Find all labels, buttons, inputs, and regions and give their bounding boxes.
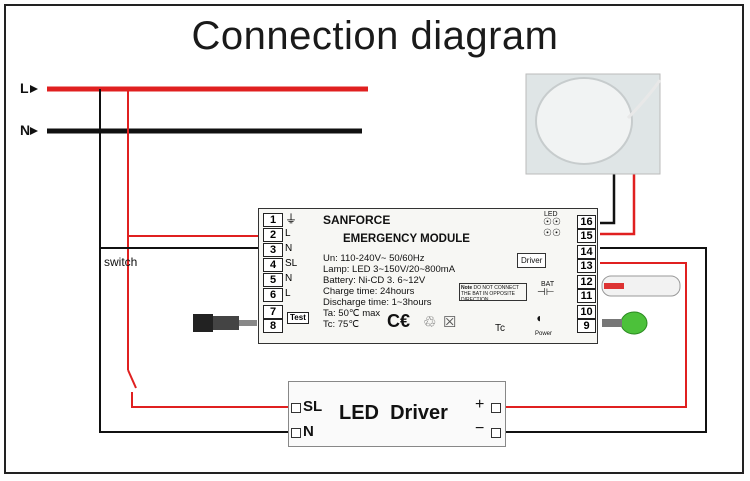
emergency-module: 1 ⏚ 2 L 3 N 4 SL 5 N 6 L 7 8 Test SANFOR… xyxy=(258,208,598,344)
terminal-3-label: N xyxy=(285,243,293,254)
led-symbol-label: LED xyxy=(544,211,558,218)
switch-label: switch xyxy=(104,255,138,269)
terminal-13: 13 xyxy=(577,259,596,273)
battery-symbol-icon: ⊣⊢ xyxy=(537,287,555,298)
terminal-12: 12 xyxy=(577,275,596,289)
neutral-to-module xyxy=(99,89,263,249)
neutral-label: N xyxy=(20,122,31,138)
tc-point-label: Tc xyxy=(495,323,505,334)
warning-note: Note DO NOT CONNECT THE BAT IN OPPOSITE … xyxy=(459,283,527,301)
spec-battery: Battery: Ni-CD 3. 6~12V xyxy=(323,275,426,286)
note-title: Note xyxy=(461,285,473,291)
terminal-5-label: N xyxy=(285,273,293,284)
lamp-wire-2 xyxy=(600,174,636,236)
driver-n-label: N xyxy=(303,423,314,440)
spec-charge: Charge time: 24hours xyxy=(323,286,415,297)
terminal-6: 6 xyxy=(263,288,283,302)
live-label: L xyxy=(20,80,29,96)
live-to-module xyxy=(127,89,263,237)
terminal-5: 5 xyxy=(263,273,283,287)
driver-sl-terminal xyxy=(291,403,301,413)
driver-plus-label: + xyxy=(475,396,485,413)
spec-tc: Tc: 75℃ xyxy=(323,319,360,330)
terminal-14: 14 xyxy=(577,245,596,259)
driver-plus-terminal xyxy=(491,403,501,413)
terminal-15: 15 xyxy=(577,229,596,243)
led-symbol-icon-2: ☉☉ xyxy=(543,228,561,239)
module-name: EMERGENCY MODULE xyxy=(343,233,470,245)
terminal-16: 16 xyxy=(577,215,596,229)
driver-minus-label: − xyxy=(475,420,485,437)
led-driver-box: SL N LED Driver + − xyxy=(288,381,506,447)
terminal-2: 2 xyxy=(263,228,283,242)
switch-lever xyxy=(127,369,137,389)
spec-ta: Ta: 50℃ max xyxy=(323,308,381,319)
switched-live-to-sl xyxy=(131,392,292,408)
terminal-3: 3 xyxy=(263,243,283,257)
terminal-8: 8 xyxy=(263,319,283,333)
driver-minus-wire xyxy=(500,247,707,433)
ce-mark-icon: C€ xyxy=(387,311,411,331)
terminal-1: 1 xyxy=(263,213,283,227)
terminal-4: 4 xyxy=(263,258,283,272)
spec-lamp: Lamp: LED 3~150V/20~800mA xyxy=(323,264,456,275)
recycle-icon: ♲ xyxy=(423,314,437,331)
driver-n-terminal xyxy=(291,428,301,438)
driver-name: LED Driver xyxy=(339,402,448,424)
live-arrow-icon xyxy=(30,85,38,93)
terminal-6-label: L xyxy=(285,288,291,299)
driver-minus-terminal xyxy=(491,428,501,438)
power-symbol-label: Power xyxy=(535,331,553,337)
driver-plus-wire xyxy=(500,262,687,408)
driver-symbol-label: Driver xyxy=(517,253,547,268)
driver-sl-label: SL xyxy=(303,398,323,415)
power-led-symbol-icon: ◖ xyxy=(535,311,543,325)
page-title: Connection diagram xyxy=(191,14,559,58)
terminal-2-label: L xyxy=(285,228,291,239)
test-button-icon xyxy=(193,314,257,332)
terminal-9: 9 xyxy=(577,319,596,333)
spec-discharge: Discharge time: 1~3hours xyxy=(323,297,432,308)
panel-light-icon xyxy=(535,77,633,165)
module-brand: SANFORCE xyxy=(323,213,391,227)
terminal-4-label: SL xyxy=(285,258,298,269)
earth-icon: ⏚ xyxy=(285,212,298,226)
spec-un: Un: 110-240V~ 50/60Hz xyxy=(323,253,425,264)
weee-bin-icon: ☒ xyxy=(443,314,457,331)
neutral-arrow-icon xyxy=(30,127,38,135)
terminal-11: 11 xyxy=(577,289,596,303)
led-symbol-icon: ☉☉ xyxy=(543,217,561,228)
battery-pack xyxy=(601,275,681,297)
neutral-to-driver xyxy=(99,248,292,433)
note-text: DO NOT CONNECT THE BAT IN OPPOSITE DIREC… xyxy=(461,285,519,301)
bat-symbol-label: BAT xyxy=(541,281,555,288)
power-led-icon xyxy=(620,311,648,335)
test-label: Test xyxy=(287,312,309,324)
terminal-10: 10 xyxy=(577,305,596,319)
diagram-frame xyxy=(4,4,744,474)
lamp-wire-1 xyxy=(600,174,616,225)
terminal-7: 7 xyxy=(263,305,283,319)
